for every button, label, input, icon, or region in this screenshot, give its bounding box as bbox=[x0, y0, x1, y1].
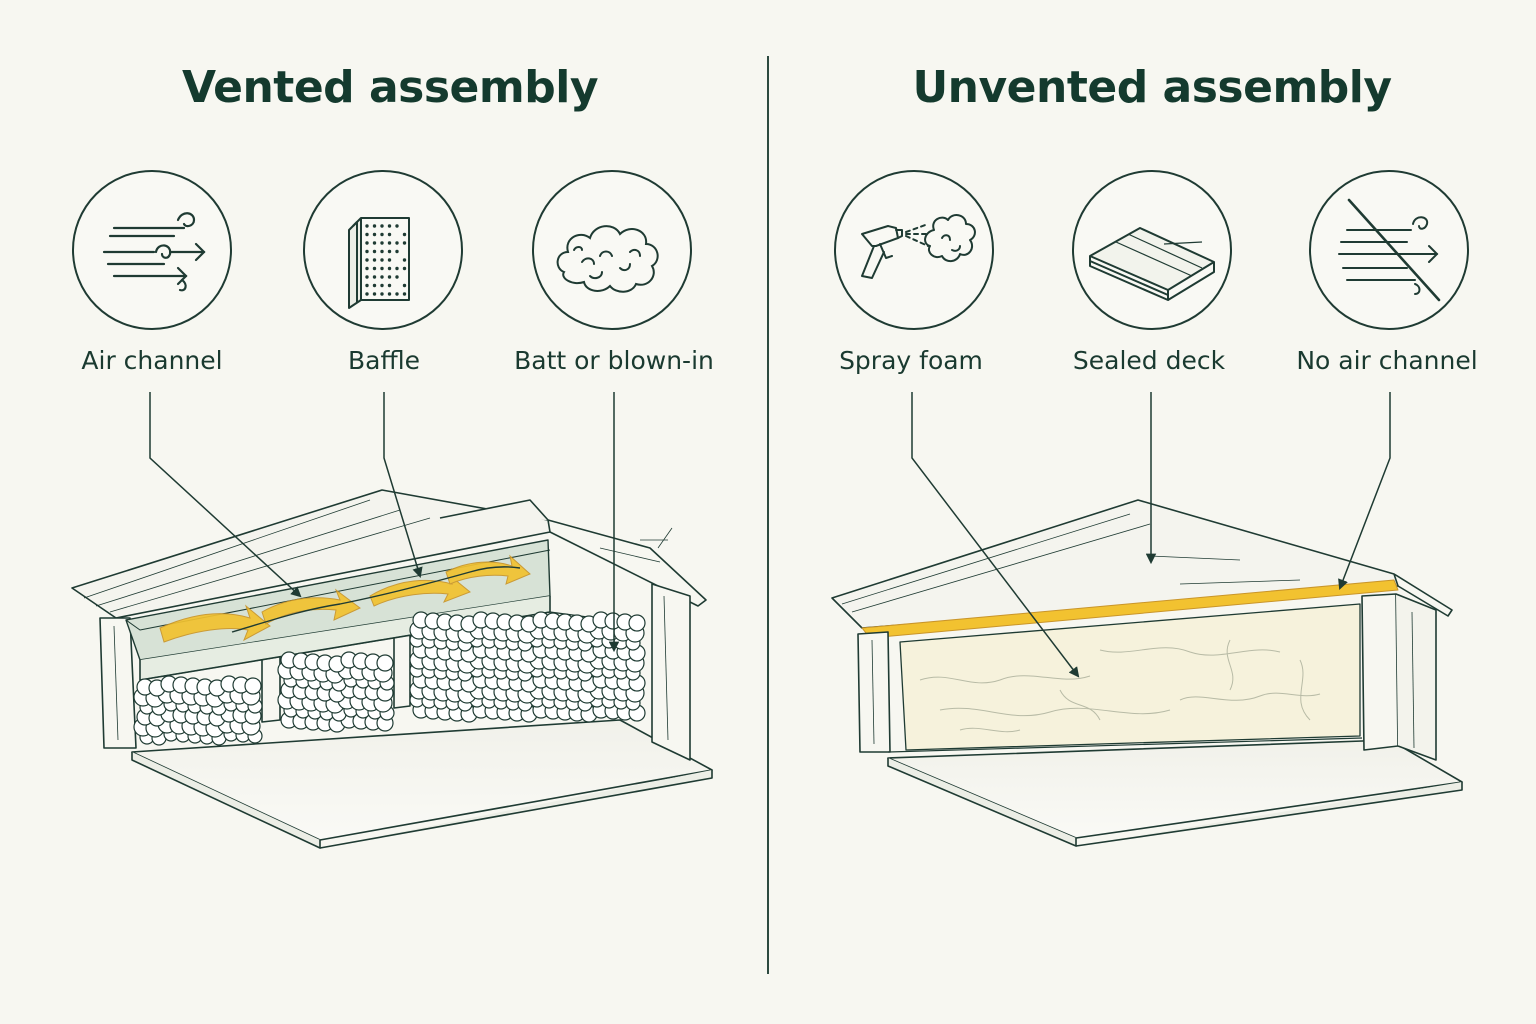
spray-foam-label: Spray foam bbox=[839, 346, 983, 375]
air-flow-icon bbox=[72, 170, 232, 330]
sealed-deck-label: Sealed deck bbox=[1072, 346, 1226, 375]
airflow-arrows bbox=[159, 554, 531, 643]
panel-divider bbox=[767, 56, 769, 974]
baffle-label: Baffle bbox=[347, 346, 421, 375]
unvented-assembly-title: Unvented assembly bbox=[912, 62, 1392, 113]
deck-board-icon bbox=[1072, 170, 1232, 330]
spray-gun-icon bbox=[834, 170, 994, 330]
insulation-cloud-icon bbox=[532, 170, 692, 330]
vented-roof-section bbox=[71, 489, 713, 849]
no-air-flow-icon bbox=[1309, 170, 1469, 330]
no-air-channel-label: No air channel bbox=[1296, 346, 1478, 375]
unvented-roof-section bbox=[831, 499, 1463, 847]
spray-foam-texture bbox=[919, 639, 1321, 733]
vented-assembly-title: Vented assembly bbox=[181, 62, 599, 113]
leader-lines-vented bbox=[149, 392, 620, 653]
leader-lines-unvented bbox=[911, 392, 1391, 678]
air-channel-label: Air channel bbox=[81, 346, 223, 375]
batt-insulation bbox=[133, 611, 646, 746]
batt-blown-in-label: Batt or blown-in bbox=[514, 346, 714, 375]
baffle-panel-icon bbox=[303, 170, 463, 330]
